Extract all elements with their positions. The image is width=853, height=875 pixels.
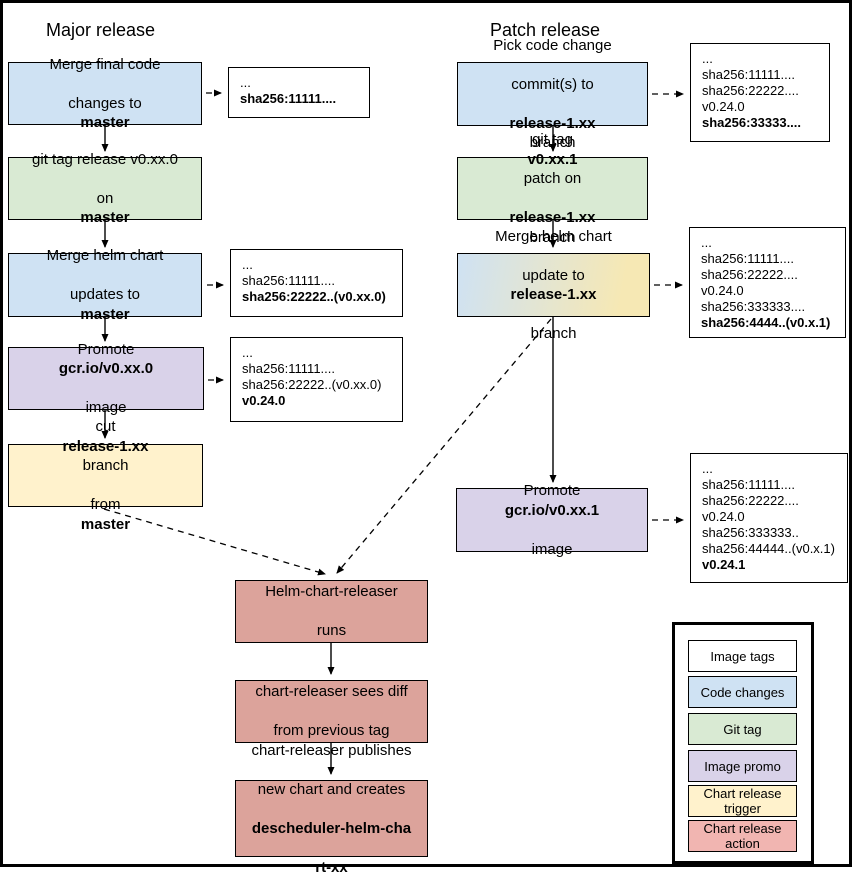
dashed-arrow-cut-branch-to-releaser bbox=[103, 508, 326, 576]
image-tags-box-patch-3: ...sha256:11111....sha256:22222....v0.24… bbox=[690, 453, 848, 583]
legend-item-code-changes: Code changes bbox=[688, 676, 797, 708]
image-tags-box-major-3: ...sha256:11111....sha256:22222..(v0.xx.… bbox=[230, 337, 403, 422]
legend-item-image-tags: Image tags bbox=[688, 640, 797, 672]
legend-item-git-tag: Git tag bbox=[688, 713, 797, 745]
patch-release-title: Patch release bbox=[490, 20, 601, 40]
legend-item-image-promo: Image promo bbox=[688, 750, 797, 782]
image-tags-box-major-2: ...sha256:11111....sha256:22222..(v0.xx.… bbox=[230, 249, 403, 317]
major-release-title: Major release bbox=[46, 20, 156, 40]
image-tags-box-patch-1: ...sha256:11111....sha256:22222....v0.24… bbox=[690, 43, 830, 142]
image-tags-box-patch-2: ...sha256:11111....sha256:22222....v0.24… bbox=[689, 227, 846, 338]
image-tags-box-major-1: ...sha256:11111.... bbox=[228, 67, 370, 118]
legend-item-chart-trigger: Chart release trigger bbox=[688, 785, 797, 817]
legend-item-chart-action: Chart release action bbox=[688, 820, 797, 852]
